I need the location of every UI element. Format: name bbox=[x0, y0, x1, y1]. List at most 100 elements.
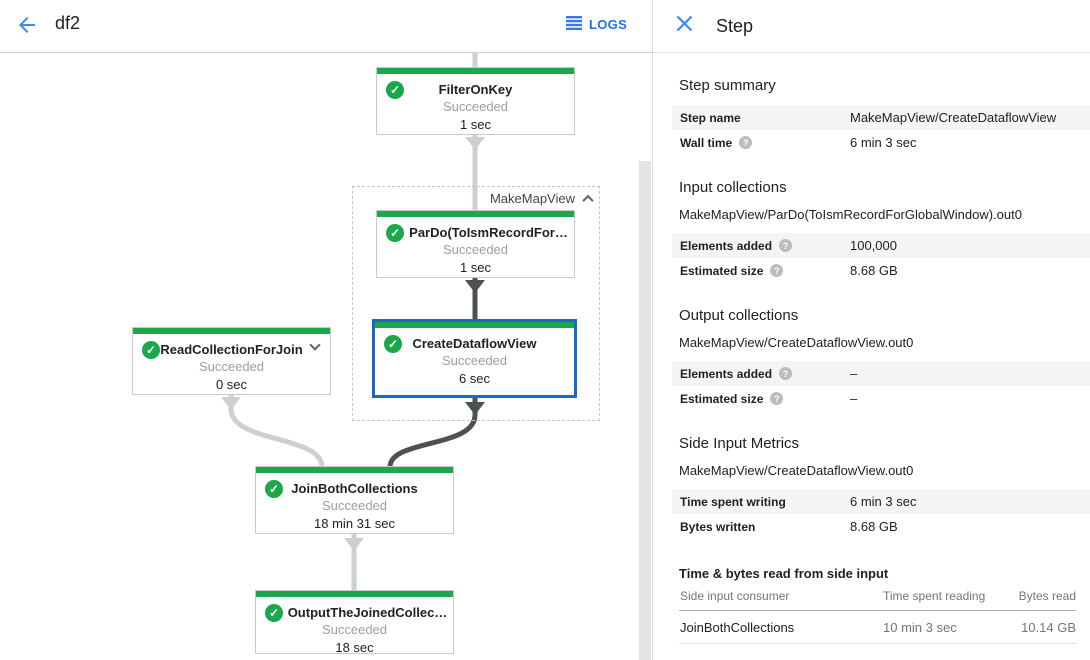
graph-vertical-scrollbar[interactable] bbox=[639, 161, 651, 660]
success-check-icon: ✓ bbox=[265, 604, 283, 622]
step-summary-rows: Step name MakeMapView/CreateDataflowView… bbox=[672, 105, 1090, 155]
group-label-makemapview: MakeMapView bbox=[352, 191, 594, 207]
graph-node-readcollectionforjoin[interactable]: ✓ ReadCollectionForJoin Succeeded 0 sec bbox=[132, 327, 331, 395]
kv-row-estimated-size: Estimated size? 8.68 GB bbox=[672, 258, 1090, 283]
node-name: OutputTheJoinedCollec… bbox=[287, 605, 448, 620]
help-icon[interactable]: ? bbox=[779, 239, 793, 252]
node-time: 0 sec bbox=[215, 377, 248, 392]
success-check-icon: ✓ bbox=[265, 480, 283, 498]
side-input-table-heading: Time & bytes read from side input bbox=[679, 566, 889, 581]
section-heading-side-input-metrics: Side Input Metrics bbox=[679, 435, 800, 452]
logs-label: LOGS bbox=[589, 17, 628, 32]
node-name: ParDo(ToIsmRecordFor… bbox=[409, 225, 568, 240]
node-status-bar bbox=[256, 467, 453, 473]
column-header-bytes-read: Bytes read bbox=[1018, 588, 1076, 603]
kv-row-elements-added: Elements added? – bbox=[672, 361, 1090, 386]
kv-label-text: Estimated size bbox=[680, 263, 764, 278]
side-input-collection-name: MakeMapView/CreateDataflowView.out0 bbox=[679, 463, 914, 478]
node-status: Succeeded bbox=[198, 359, 265, 374]
kv-value-text: – bbox=[850, 366, 858, 381]
node-status-bar bbox=[133, 328, 330, 334]
node-status: Succeeded bbox=[441, 353, 508, 368]
kv-value-text: 100,000 bbox=[850, 238, 897, 253]
kv-label-text: Elements added bbox=[680, 238, 773, 253]
node-status-bar bbox=[377, 211, 574, 217]
panel-title: Step bbox=[716, 15, 754, 36]
output-collections-rows: Elements added? – Estimated size? – bbox=[672, 361, 1090, 411]
collapse-group-icon[interactable] bbox=[582, 194, 594, 207]
step-details-panel: Step Step summary Step name MakeMapView/… bbox=[652, 0, 1090, 660]
help-icon[interactable]: ? bbox=[770, 392, 784, 405]
kv-row-bytes-written: Bytes written 8.68 GB bbox=[672, 514, 1090, 539]
help-icon[interactable]: ? bbox=[739, 136, 753, 149]
node-status: Succeeded bbox=[442, 99, 509, 114]
kv-row-wall-time: Wall time? 6 min 3 sec bbox=[672, 130, 1090, 155]
logs-button[interactable]: LOGS bbox=[566, 16, 627, 33]
panel-header: Step bbox=[653, 0, 1090, 53]
panel-content: Step summary Step name MakeMapView/Creat… bbox=[653, 77, 1090, 644]
success-check-icon: ✓ bbox=[386, 224, 404, 242]
kv-label-text: Estimated size bbox=[680, 391, 764, 406]
close-icon bbox=[676, 15, 693, 37]
kv-label-text: Elements added bbox=[680, 366, 773, 381]
arrow-back-icon bbox=[15, 13, 39, 42]
node-time: 18 sec bbox=[335, 640, 374, 655]
graph-node-pardo-toismrecord[interactable]: ✓ ParDo(ToIsmRecordFor… Succeeded 1 sec bbox=[376, 210, 575, 278]
node-status: Succeeded bbox=[321, 622, 388, 637]
kv-value-text: – bbox=[850, 391, 858, 406]
kv-value-text: 6 min 3 sec bbox=[850, 135, 917, 150]
node-time: 1 sec bbox=[459, 260, 492, 275]
node-status: Succeeded bbox=[442, 242, 509, 257]
column-header-time-reading: Time spent reading bbox=[883, 588, 986, 603]
kv-value-text: 6 min 3 sec bbox=[850, 494, 917, 509]
graph-node-outputthejoinedcollection[interactable]: ✓ OutputTheJoinedCollec… Succeeded 18 se… bbox=[255, 590, 454, 655]
job-graph-canvas[interactable]: MakeMapView ✓ FilterOnKey Succeeded 1 se… bbox=[0, 53, 652, 660]
success-check-icon: ✓ bbox=[386, 81, 404, 99]
node-status-bar bbox=[256, 591, 453, 597]
success-check-icon: ✓ bbox=[142, 341, 160, 359]
kv-label-text: Step name bbox=[680, 110, 741, 125]
kv-row-estimated-size: Estimated size? – bbox=[672, 386, 1090, 411]
node-name: CreateDataflowView bbox=[412, 336, 537, 351]
cell-time-reading: 10 min 3 sec bbox=[883, 619, 957, 635]
column-header-consumer: Side input consumer bbox=[680, 588, 790, 603]
section-heading-step-summary: Step summary bbox=[679, 77, 776, 94]
kv-row-step-name: Step name MakeMapView/CreateDataflowView bbox=[672, 105, 1090, 130]
kv-value-text: MakeMapView/CreateDataflowView bbox=[850, 110, 1057, 125]
job-title: df2 bbox=[55, 13, 81, 33]
node-status: Succeeded bbox=[321, 498, 388, 513]
kv-row-elements-added: Elements added? 100,000 bbox=[672, 233, 1090, 258]
node-status-bar bbox=[377, 68, 574, 74]
output-collection-name: MakeMapView/CreateDataflowView.out0 bbox=[679, 335, 914, 350]
node-time: 6 sec bbox=[458, 371, 491, 386]
side-input-metrics-rows: Time spent writing 6 min 3 sec Bytes wri… bbox=[672, 489, 1090, 539]
help-icon[interactable]: ? bbox=[770, 264, 784, 277]
table-row: JoinBothCollections 10 min 3 sec 10.14 G… bbox=[679, 611, 1076, 644]
group-label-text: MakeMapView bbox=[489, 191, 575, 206]
composite-group-makemapview bbox=[352, 186, 600, 421]
help-icon[interactable]: ? bbox=[779, 367, 793, 380]
logs-list-icon bbox=[566, 16, 582, 33]
side-input-table: Side input consumer Time spent reading B… bbox=[679, 581, 1076, 644]
top-bar: df2 LOGS bbox=[0, 0, 652, 53]
close-panel-button[interactable] bbox=[674, 15, 694, 37]
kv-label-text: Wall time bbox=[680, 135, 733, 150]
node-name: JoinBothCollections bbox=[291, 481, 418, 496]
node-status-bar bbox=[375, 322, 574, 328]
kv-label-text: Time spent writing bbox=[680, 494, 786, 509]
graph-node-joinbothcollections[interactable]: ✓ JoinBothCollections Succeeded 18 min 3… bbox=[255, 466, 454, 534]
table-header-row: Side input consumer Time spent reading B… bbox=[679, 581, 1076, 611]
input-collection-name: MakeMapView/ParDo(ToIsmRecordForGlobalWi… bbox=[679, 207, 1022, 222]
cell-consumer: JoinBothCollections bbox=[680, 619, 795, 635]
section-heading-output-collections: Output collections bbox=[679, 307, 799, 324]
graph-node-createdataflowview[interactable]: ✓ CreateDataflowView Succeeded 6 sec bbox=[372, 319, 577, 398]
graph-node-filteronkey[interactable]: ✓ FilterOnKey Succeeded 1 sec bbox=[376, 67, 575, 135]
success-check-icon: ✓ bbox=[384, 335, 402, 353]
kv-value-text: 8.68 GB bbox=[850, 263, 898, 278]
kv-value-text: 8.68 GB bbox=[850, 519, 898, 534]
kv-label-text: Bytes written bbox=[680, 519, 756, 534]
back-button[interactable] bbox=[13, 13, 41, 41]
section-heading-input-collections: Input collections bbox=[679, 179, 787, 196]
node-time: 18 min 31 sec bbox=[314, 516, 395, 531]
